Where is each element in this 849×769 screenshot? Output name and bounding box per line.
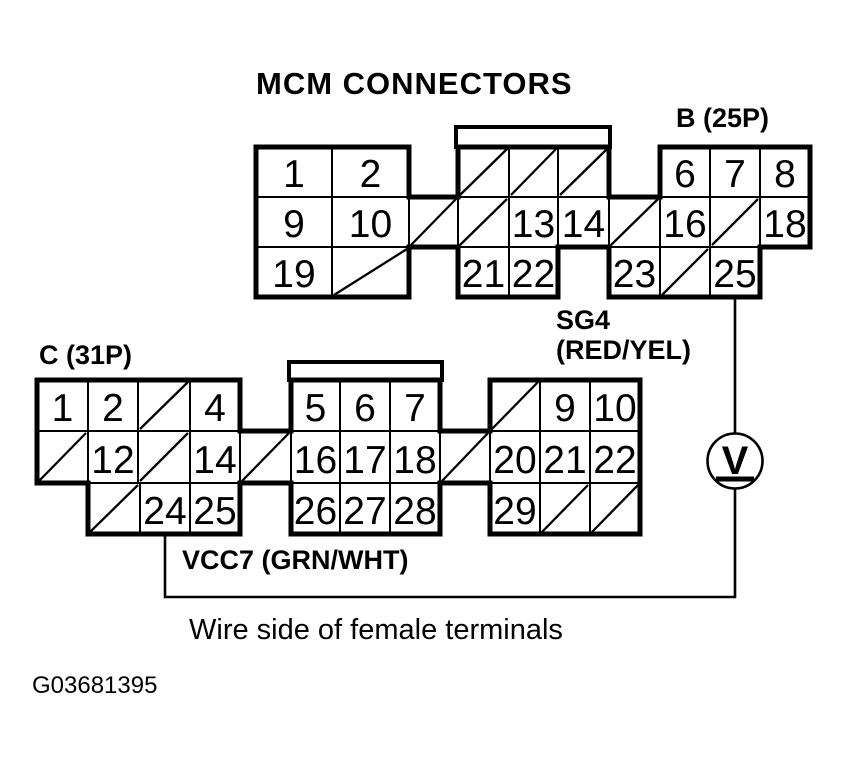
signal-sg4-wire: (RED/YEL) — [556, 335, 691, 365]
connector-b-pin-number: 2 — [360, 153, 382, 196]
connector-b-pin-number: 13 — [512, 203, 555, 246]
voltmeter-v-glyph: V — [722, 439, 749, 483]
connector-b-pin-number: 22 — [512, 253, 555, 296]
connector-c-pin-number: 6 — [354, 387, 376, 430]
signal-sg4-label: SG4 (RED/YEL) — [556, 305, 691, 365]
connector-c-pin-number: 7 — [404, 387, 426, 430]
connector-b-pin-number: 14 — [562, 203, 605, 246]
blocked-pin-slash — [510, 148, 557, 196]
blocked-pin-slash — [459, 198, 508, 246]
blocked-pin-slash — [591, 484, 639, 533]
connector-c-pin-number: 21 — [543, 439, 586, 482]
blocked-pin-slash — [559, 148, 608, 196]
connector-c-pin-number: 16 — [294, 439, 337, 482]
blocked-pin-slash — [491, 381, 539, 430]
connector-b-pin-number: 21 — [462, 253, 505, 296]
blocked-pin-slash — [459, 148, 508, 196]
connector-b-cap — [454, 125, 612, 149]
voltmeter-symbol: V — [706, 432, 764, 490]
connector-c-pin-number: 25 — [193, 490, 236, 533]
blocked-pin-slash — [139, 381, 189, 430]
signal-sg4-name: SG4 — [556, 305, 611, 335]
blocked-pin-slash — [610, 198, 659, 246]
blocked-pin-slash — [661, 248, 709, 296]
connector-b-pin-number: 19 — [272, 253, 315, 296]
connector-c-pin-number: 17 — [343, 439, 386, 482]
connector-b-pin-number: 7 — [724, 153, 746, 196]
connector-c-outline — [34, 377, 643, 537]
connector-c-pin-number: 24 — [143, 490, 186, 533]
connector-b-pin-number: 18 — [763, 203, 806, 246]
connector-c-pin-number: 12 — [91, 439, 134, 482]
blocked-pin-slash — [241, 432, 290, 482]
connector-c-pin-number: 18 — [393, 439, 436, 482]
connector-b-pin-number: 16 — [663, 203, 706, 246]
connector-b-pin-number: 23 — [613, 253, 656, 296]
connector-c-pin-number: 10 — [593, 387, 636, 430]
connector-c-pin-number: 20 — [493, 439, 536, 482]
blocked-pin-slash — [38, 432, 87, 482]
wire-side-caption: Wire side of female terminals — [189, 614, 563, 646]
connector-b-pin-number: 1 — [283, 153, 305, 196]
connector-c-pin-number: 27 — [343, 490, 386, 533]
connector-b-pin-number: 9 — [283, 203, 305, 246]
connector-c-pin-number: 28 — [393, 490, 436, 533]
blocked-pin-slash — [541, 484, 589, 533]
voltmeter-circle — [706, 432, 764, 490]
connector-c-pin-number: 26 — [294, 490, 337, 533]
connector-c-pin-number: 14 — [193, 439, 236, 482]
connector-c-pin-number: 4 — [204, 387, 226, 430]
blocked-pin-slash — [711, 198, 759, 246]
connector-b-pin-number: 6 — [674, 153, 696, 196]
connector-c-pin-number: 9 — [554, 387, 576, 430]
blocked-pin-slash — [333, 248, 408, 296]
blocked-pin-slash — [410, 198, 457, 246]
figure-id: G03681395 — [32, 672, 158, 699]
connector-c-label: C (31P) — [39, 340, 133, 370]
connector-c-pin-number: 1 — [52, 387, 74, 430]
connector-b-pin-number: 25 — [713, 253, 756, 296]
blocked-pin-slash — [139, 432, 189, 482]
blocked-pin-slash — [441, 432, 489, 482]
blocked-pin-slash — [89, 484, 139, 533]
connector-c-pin-number: 22 — [593, 439, 636, 482]
connector-b-label: B (25P) — [676, 103, 770, 133]
connector-b-pin-number: 8 — [774, 153, 796, 196]
connector-c-cap — [287, 360, 444, 382]
connector-b-pin-number: 10 — [349, 203, 392, 246]
wire-meter-to-c24 — [163, 488, 737, 599]
connector-c-pin-number: 5 — [305, 387, 327, 430]
connector-c-pin-number: 2 — [102, 387, 124, 430]
connector-b-outline — [253, 144, 813, 300]
connector-c-pin-number: 29 — [493, 490, 536, 533]
page-title: MCM CONNECTORS — [256, 66, 573, 101]
signal-vcc7-label: VCC7 (GRN/WHT) — [182, 545, 409, 575]
